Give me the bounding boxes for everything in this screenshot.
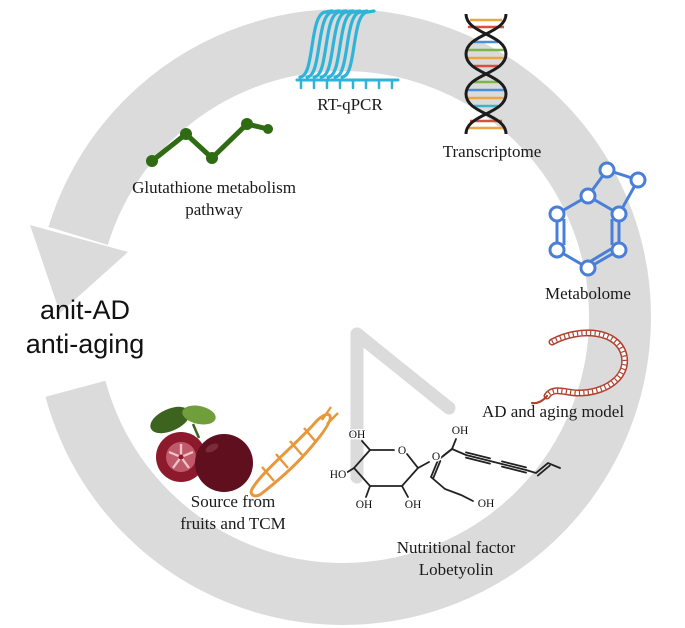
- chem-label-oh-chain-top: OH: [452, 425, 469, 437]
- qpcr-amplification-curves-icon: [295, 9, 400, 90]
- chemical-structure-icon: [345, 438, 561, 502]
- chem-label-oh-bottom-left: OH: [356, 499, 373, 511]
- leaf-icon: [150, 406, 190, 434]
- label-glutathione: Glutathione metabolism pathway: [78, 177, 350, 221]
- chem-label-ring-o: O: [398, 445, 406, 457]
- label-nutritional-line2: Lobetyolin: [418, 560, 494, 579]
- label-rtqpcr: RT-qPCR: [317, 95, 383, 114]
- label-source-line2: fruits and TCM: [180, 514, 286, 533]
- label-transcriptome: Transcriptome: [442, 142, 542, 161]
- chemical-structure-labels: O OH HO OH OH O OH OH: [328, 424, 496, 513]
- chem-label-glycosidic-o: O: [432, 451, 440, 463]
- tcm-root-icon: [249, 406, 339, 498]
- label-glutathione-line1: Glutathione metabolism: [132, 178, 296, 197]
- center-title-line2: anti-aging: [25, 329, 145, 359]
- label-source: Source from fruits and TCM: [143, 491, 323, 535]
- molecule-ring-icon: [548, 161, 647, 277]
- label-ad-aging-model: AD and aging model: [481, 402, 625, 421]
- cycle-arrow-icon: [0, 9, 651, 625]
- leaf-icon: [182, 405, 216, 425]
- worm-icon: [530, 329, 629, 405]
- label-metabolome: Metabolome: [545, 284, 631, 303]
- clock-hands-icon: [350, 327, 456, 484]
- line-graph-icon: [146, 118, 273, 167]
- label-source-line1: Source from: [190, 492, 276, 511]
- whole-berry-icon: [195, 434, 253, 492]
- label-nutritional-line1: Nutritional factor: [396, 538, 516, 557]
- berries-and-root-icon: [150, 405, 339, 498]
- chem-label-ho: HO: [330, 469, 347, 481]
- chem-label-oh-top: OH: [349, 429, 366, 441]
- label-nutritional-factor: Nutritional factor Lobetyolin: [351, 537, 561, 581]
- chem-label-oh-chain-bottom: OH: [478, 498, 495, 510]
- chem-label-oh-bottom-right: OH: [405, 499, 422, 511]
- label-glutathione-line2: pathway: [185, 200, 243, 219]
- dna-helix-icon: [464, 13, 508, 135]
- center-title-line1: anit-AD: [39, 295, 131, 325]
- cut-berry-icon: [156, 432, 206, 482]
- center-title: anit-AD anti-aging: [0, 293, 170, 361]
